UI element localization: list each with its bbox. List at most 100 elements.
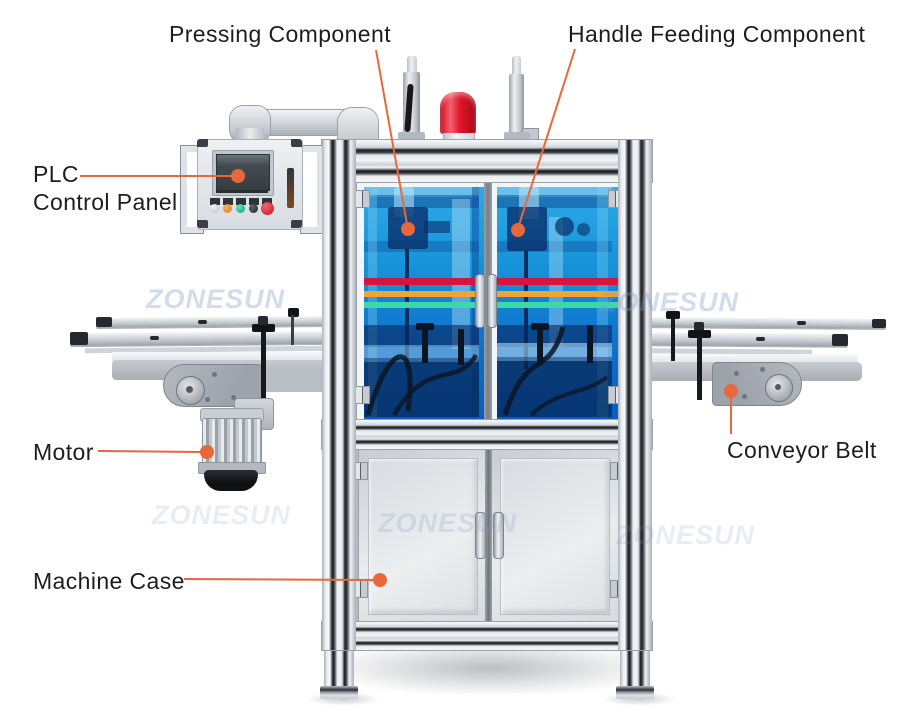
right-guide-rail-bottom: [644, 332, 849, 347]
machine-leg-left: [324, 648, 354, 692]
glass-door-handle-left: [475, 274, 485, 328]
left-rail-bottom-tick: [150, 336, 159, 340]
plc-screen-bottom-strip: [216, 190, 268, 193]
inner-cables-right: [502, 326, 609, 417]
right-gearbox-bolt-3: [760, 367, 765, 372]
cabinet-handle-right: [493, 512, 504, 559]
left-belt-top: [112, 352, 332, 361]
left-clamp-knob: [252, 324, 275, 332]
plc-button-plate-row: [210, 198, 274, 205]
machine-case-label: Machine Case: [33, 568, 185, 594]
motor-leader-line: [97, 450, 202, 453]
machine-foot-right: [616, 686, 654, 699]
left-clamp-screw: [258, 316, 268, 325]
floor-shadow: [330, 642, 650, 694]
feed-rod: [524, 251, 528, 369]
left-gearbox-bolt-1: [212, 372, 217, 377]
right-clamp-screw: [694, 322, 704, 331]
handle-feeding-component-label: Handle Feeding Component: [568, 21, 866, 47]
left-guide-rail-top: [95, 315, 333, 329]
right-gearbox-bolt-1: [734, 371, 739, 376]
left-rail-top-tick: [198, 320, 207, 324]
plc-button-red: [261, 202, 274, 215]
left-knob-2: [288, 308, 299, 317]
inner-clamp-1-knob: [416, 323, 434, 330]
inner-cables-left: [365, 353, 478, 417]
inner-clamp-1-knob: [531, 323, 549, 330]
inner-clamp-2: [587, 325, 593, 363]
stripe-orange: [364, 291, 493, 297]
cabinet-handle-left: [475, 512, 486, 559]
pressing-component-label: Pressing Component: [169, 21, 391, 47]
right-rail-top-tick: [797, 321, 806, 325]
stripe-red: [497, 278, 626, 285]
right-rail-bottom-tick: [756, 337, 765, 341]
plc-bracket-right: [301, 146, 323, 233]
cable-path-2: [392, 353, 478, 417]
plc-screen: [216, 154, 270, 191]
motor-label: Motor: [33, 439, 94, 465]
right-knob-1-post: [671, 317, 675, 361]
right-gearbox-hub-dot: [775, 384, 781, 390]
right-rail-top-cap: [872, 319, 886, 328]
frame-top-band: [322, 140, 652, 182]
light-streak-2: [452, 199, 470, 349]
cabinet-door-right-panel: [500, 458, 610, 615]
right-rod-tip: [512, 56, 521, 78]
frame-mid-band: [322, 420, 652, 449]
right-rail-bottom-cap: [832, 334, 848, 346]
beacon-dome: [440, 92, 476, 134]
plc-control-panel-label: PLC Control Panel: [33, 160, 178, 216]
watermark: ZONESUN: [616, 520, 756, 550]
frame-bottom-band: [322, 622, 652, 650]
stripe-orange: [497, 291, 626, 297]
inner-conveyor-dark: [497, 325, 612, 347]
ceiling-light-band: [364, 187, 479, 197]
plc-button-orange: [223, 204, 232, 213]
plc-corner-tr: [291, 139, 302, 147]
left-clamp-post: [261, 328, 266, 398]
right-guide-rail-top: [644, 317, 887, 329]
frame-column-left: [322, 140, 356, 650]
motor-ribbed-body: [202, 418, 262, 468]
motor-end-cap: [204, 470, 258, 491]
left-gearbox-bolt-2: [231, 395, 236, 400]
watermark: ZONESUN: [146, 284, 286, 314]
plc-side-slot: [287, 168, 294, 208]
cabinet-door-gap: [485, 448, 492, 623]
right-rod-base: [504, 132, 530, 142]
stripe-teal: [497, 302, 626, 308]
right-clamp-knob: [688, 330, 711, 338]
machine-leg-right: [620, 648, 650, 692]
right-knob-1: [666, 311, 680, 319]
frame-column-right: [618, 140, 652, 650]
plc-label-line1: PLC: [33, 161, 79, 187]
left-gearbox-bolt-3: [205, 397, 210, 402]
cable-path-1: [502, 326, 566, 416]
glass-left: [364, 187, 493, 431]
plc-button-black: [249, 204, 258, 213]
inner-clamp-1: [422, 327, 428, 363]
left-rail-bottom-cap: [70, 332, 88, 345]
cabinet-door-left: [358, 448, 488, 625]
right-gearbox-bolt-2: [742, 394, 747, 399]
inner-clamp-1: [537, 327, 543, 365]
stripe-red: [364, 278, 493, 285]
left-rod-base: [398, 132, 425, 142]
glass-door-handle-right: [487, 274, 497, 328]
plc-button-teal: [236, 204, 245, 213]
machine-foot-left: [320, 686, 358, 699]
plc-button-white: [210, 204, 219, 213]
watermark: ZONESUN: [152, 500, 292, 530]
inner-conveyor-dark: [364, 325, 479, 347]
plc-bracket-left: [181, 146, 203, 233]
cable-path-2: [529, 375, 609, 417]
left-rod-tip: [407, 56, 417, 76]
plc-corner-bl: [197, 220, 208, 228]
stripe-teal: [364, 302, 493, 308]
press-rod: [405, 249, 409, 369]
left-rail-top-cap: [96, 317, 112, 327]
left-gearbox-hub: [176, 376, 205, 405]
inner-clamp-2: [458, 329, 464, 365]
